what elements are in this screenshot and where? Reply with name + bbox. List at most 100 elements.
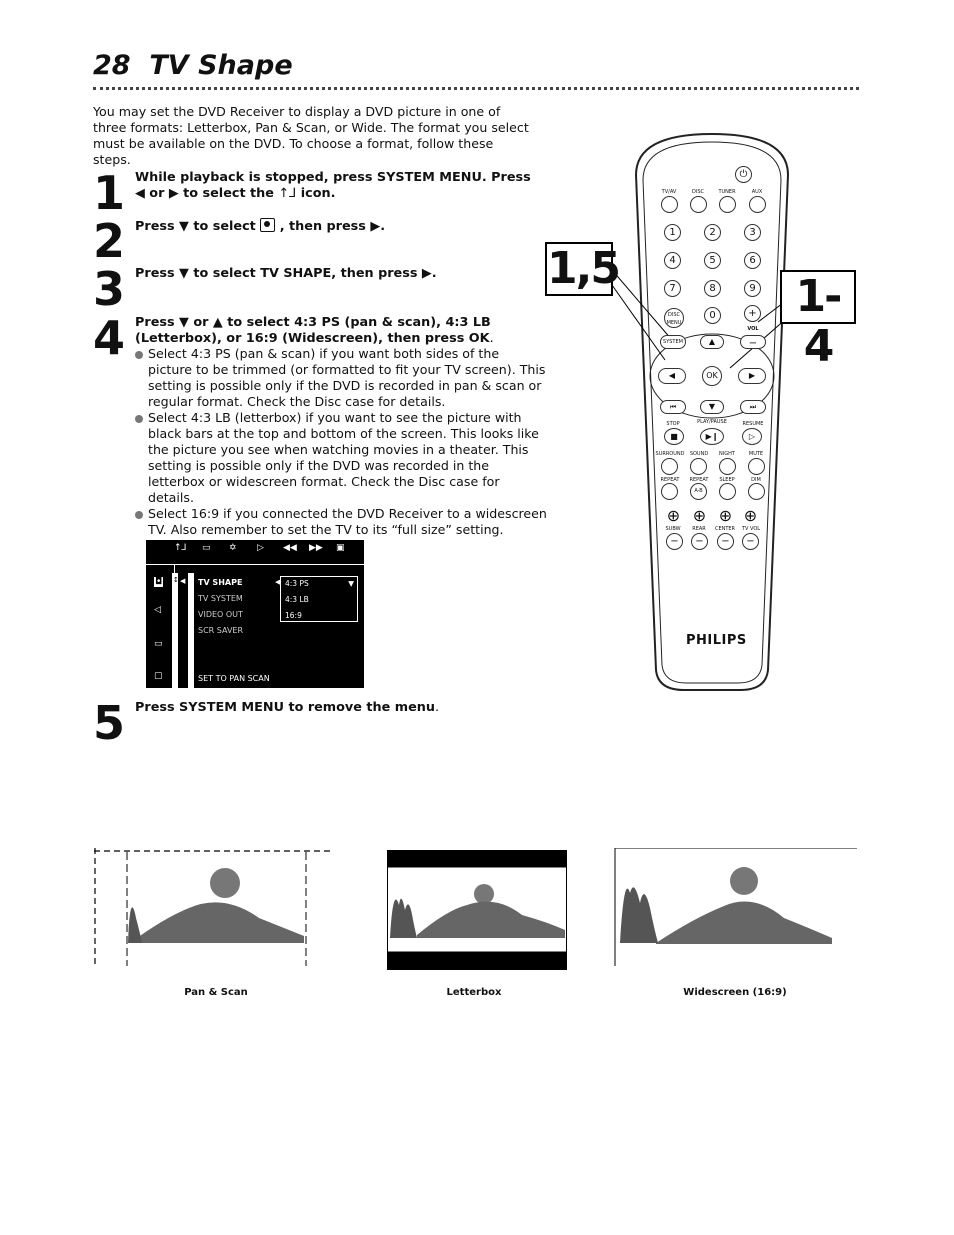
sound-button[interactable] (690, 458, 707, 475)
speaker-icon: ◁ (154, 605, 161, 615)
sleep-button[interactable] (719, 483, 736, 500)
digit-0-button[interactable]: 0 (704, 307, 721, 324)
bullet-text: Select 4:3 LB (letterbox) if you want to… (148, 410, 539, 505)
aux-button[interactable] (749, 196, 766, 213)
digit-6-button[interactable]: 6 (744, 252, 761, 269)
disc-label: DISC (692, 189, 704, 195)
osd-item-tv-system[interactable]: TV SYSTEM (198, 594, 243, 603)
digit-7-button[interactable]: 7 (664, 280, 681, 297)
digit-1-button[interactable]: 1 (664, 224, 681, 241)
step-2-text-a: Press ▼ to select (135, 219, 256, 234)
osd-item-video-out[interactable]: VIDEO OUT (198, 610, 243, 619)
setup-icon: ↑⅃ (174, 543, 187, 553)
page-number: 28 (93, 50, 131, 81)
vol-up-button[interactable]: + (744, 305, 761, 322)
osd-divider (188, 573, 194, 688)
osd-left-icons: ◘ ◁ ▭ ▢ (146, 573, 172, 688)
disc-button[interactable] (690, 196, 707, 213)
osd-option-4-3-lb[interactable]: 4:3 LB (285, 595, 309, 604)
digit-9-button[interactable]: 9 (744, 280, 761, 297)
ok-button[interactable]: OK (702, 366, 722, 386)
angle-icon: ✡ (229, 543, 237, 553)
aux-label: AUX (751, 189, 763, 195)
step-5-text-b: . (435, 700, 440, 715)
osd-option-16-9[interactable]: 16:9 (285, 611, 302, 620)
bullet-dot (135, 511, 143, 519)
rewind-icon: ◀◀ (283, 543, 297, 553)
vol-down-button[interactable]: − (740, 335, 766, 349)
previous-button[interactable]: ⏮ (660, 400, 686, 414)
surround-button[interactable] (661, 458, 678, 475)
tvvol-down-button[interactable]: − (742, 533, 759, 550)
system-menu-button[interactable]: SYSTEM (660, 335, 686, 349)
pan-scan-image (94, 848, 334, 966)
osd-item-tv-shape[interactable]: TV SHAPE (198, 578, 243, 587)
step-number-2: 2 (93, 214, 125, 268)
resume-button[interactable]: ▷ (742, 428, 762, 445)
center-down-button[interactable]: − (717, 533, 734, 550)
step-4-text: Press ▼ or ▲ to select 4:3 PS (pan & sca… (135, 315, 545, 347)
nav-right-button[interactable]: ▶ (738, 368, 766, 384)
center-up-button[interactable]: ⊕ (717, 506, 734, 525)
power-button[interactable]: ⏻ (735, 166, 752, 183)
disc-menu-button[interactable]: DISC MENU (664, 308, 684, 328)
play-pause-label: PLAY/PAUSE (697, 419, 727, 425)
rear-up-button[interactable]: ⊕ (691, 506, 708, 525)
resume-label: RESUME (742, 421, 764, 427)
digit-3-button[interactable]: 3 (744, 224, 761, 241)
osd-item-scr-saver[interactable]: SCR SAVER (198, 626, 244, 635)
osd-scrollbar (172, 573, 178, 688)
subw-up-button[interactable]: ⊕ (665, 506, 682, 525)
rear-label: REAR (692, 526, 706, 532)
step-1-text-b: icon. (300, 186, 336, 201)
widescreen-image (614, 848, 857, 966)
repeat-label: REPEAT (660, 477, 680, 483)
step-5-text: Press SYSTEM MENU to remove the menu. (135, 700, 545, 716)
play-icon: ▷ (257, 543, 264, 553)
callout-1-4: 1-4 (780, 270, 856, 372)
repeat-button[interactable] (661, 483, 678, 500)
nav-left-button[interactable]: ◀ (658, 368, 686, 384)
repeat-ab-button[interactable]: A-B (690, 483, 707, 500)
osd-options-box: 4:3 PS ▼ 4:3 LB 16:9 (280, 576, 358, 622)
osd-connector (174, 565, 175, 573)
sleep-label: SLEEP (719, 477, 735, 483)
tvav-button[interactable] (661, 196, 678, 213)
intro-paragraph: You may set the DVD Receiver to display … (93, 104, 529, 167)
digit-8-button[interactable]: 8 (704, 280, 721, 297)
bullet-dot (135, 351, 143, 359)
step-4-bullets: Select 4:3 PS (pan & scan) if you want b… (135, 346, 547, 538)
digit-2-button[interactable]: 2 (704, 224, 721, 241)
letterbox-image (387, 850, 567, 970)
night-button[interactable] (719, 458, 736, 475)
stop-button[interactable]: ■ (664, 428, 684, 445)
surround-label: SURROUND (655, 451, 685, 457)
digit-5-button[interactable]: 5 (704, 252, 721, 269)
nav-down-button[interactable]: ▼ (700, 400, 724, 414)
step-4-text-a: Press ▼ or ▲ to select 4:3 PS (pan & sca… (135, 315, 491, 346)
step-number-5: 5 (93, 696, 125, 750)
step-number-1: 1 (93, 166, 125, 220)
tv-icon: ▢ (154, 671, 163, 681)
language-icon: ▭ (154, 639, 163, 649)
step-3-text: Press ▼ to select TV SHAPE, then press ▶… (135, 266, 437, 281)
next-button[interactable]: ⏭ (740, 400, 766, 414)
play-pause-button[interactable]: ▶❙ (700, 428, 724, 445)
step-number-3: 3 (93, 262, 125, 316)
tvvol-up-button[interactable]: ⊕ (742, 506, 759, 525)
dim-button[interactable] (748, 483, 765, 500)
digit-4-button[interactable]: 4 (664, 252, 681, 269)
updown-arrow-icon: ↕ (173, 576, 179, 584)
video-setup-icon: ◘ (154, 577, 164, 587)
rear-down-button[interactable]: − (691, 533, 708, 550)
tvav-label: TV/AV (661, 189, 677, 195)
tuner-button[interactable] (719, 196, 736, 213)
caption-pan-scan: Pan & Scan (184, 987, 248, 998)
osd-option-4-3-ps[interactable]: 4:3 PS (285, 579, 309, 588)
down-arrow-icon: ▼ (348, 579, 354, 588)
nav-up-button[interactable]: ▲ (700, 335, 724, 349)
bullet-letterbox: Select 4:3 LB (letterbox) if you want to… (135, 410, 547, 506)
mute-button[interactable] (748, 458, 765, 475)
subw-down-button[interactable]: − (666, 533, 683, 550)
